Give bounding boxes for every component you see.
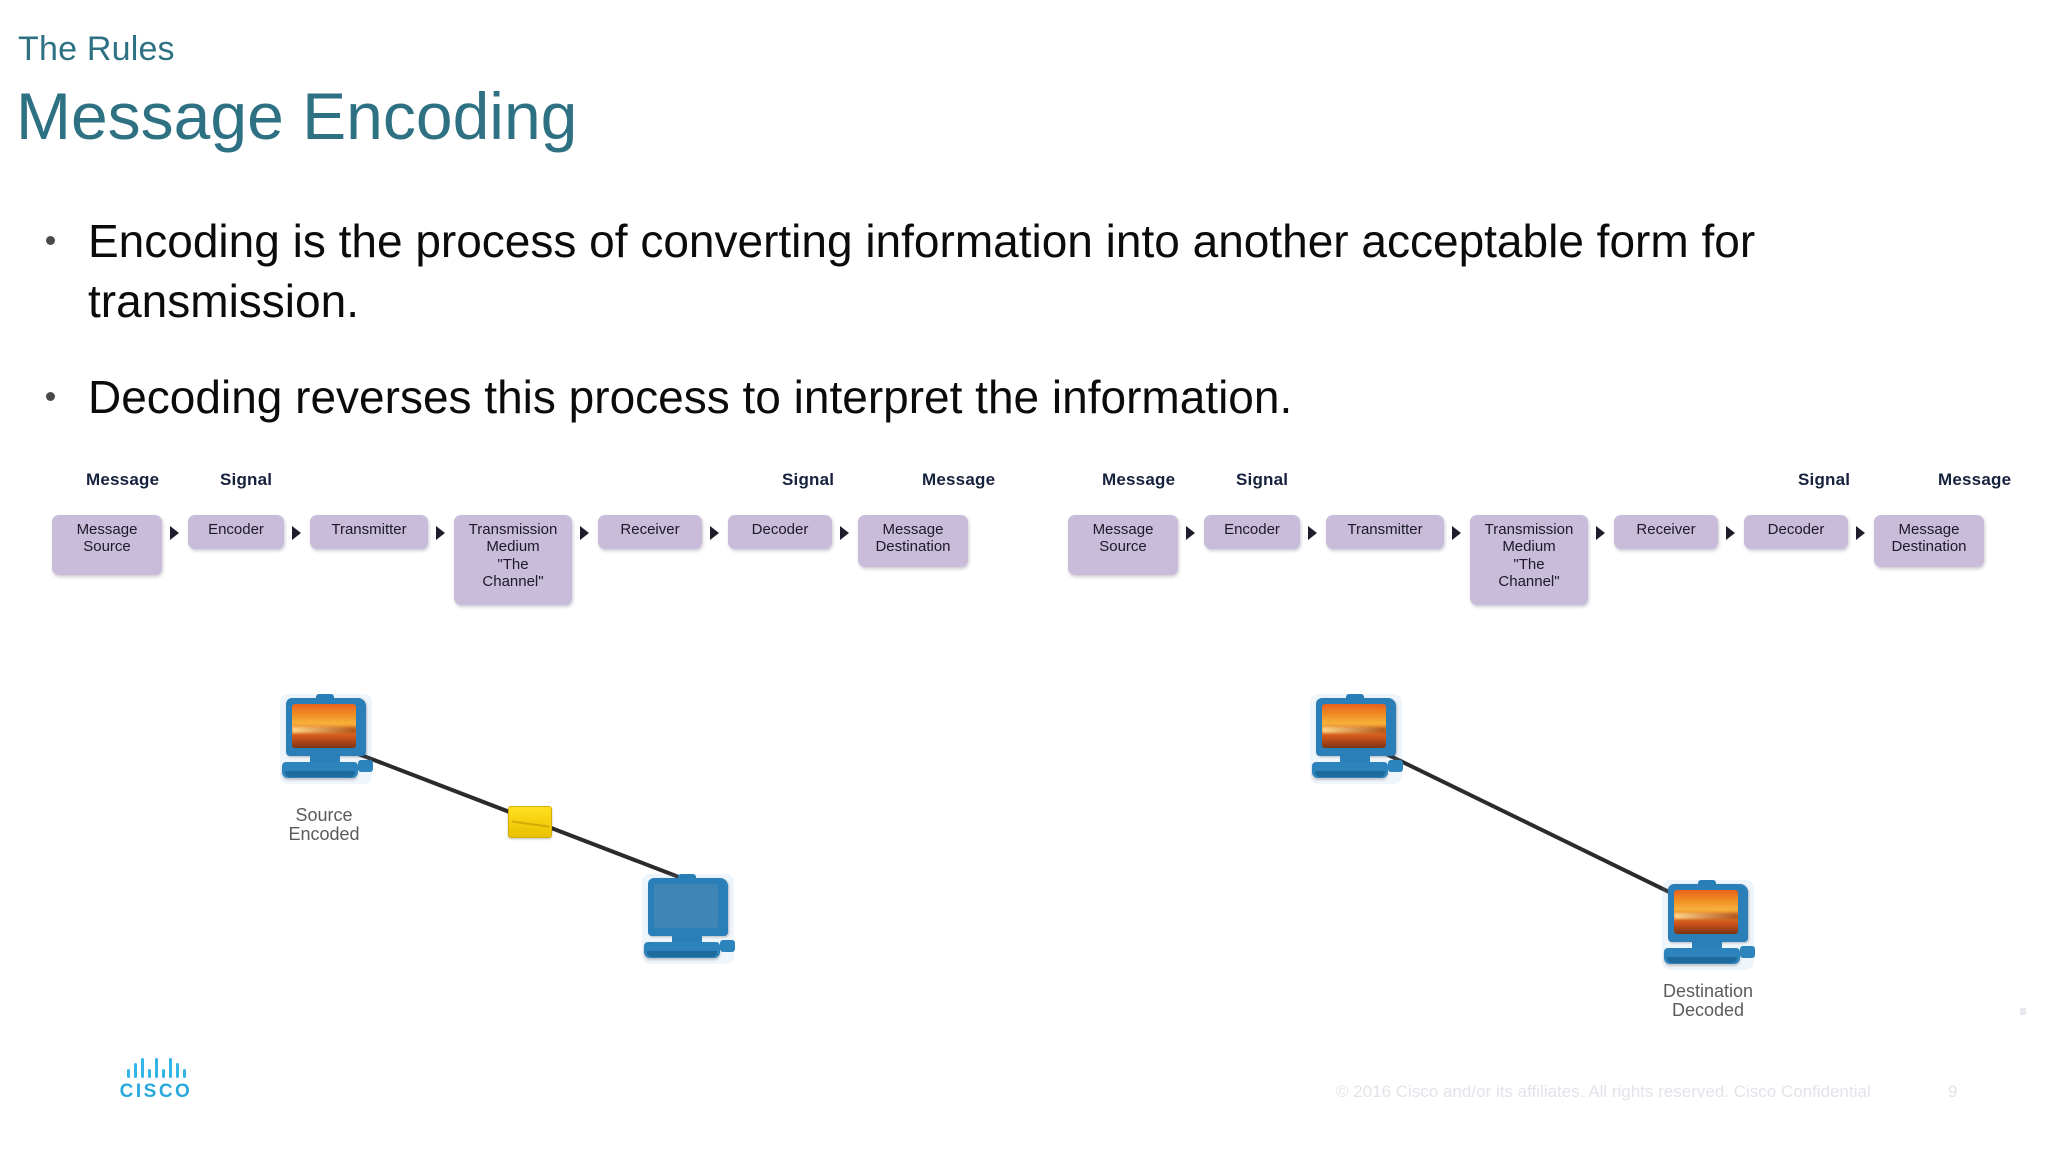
pc-mouse: [1740, 946, 1755, 958]
flow-box-decoder: Decoder: [1744, 515, 1848, 549]
cisco-logo: CISCO: [110, 1058, 202, 1103]
pc-source-right: [1308, 694, 1404, 788]
flow-box-receiver: Receiver: [1614, 515, 1718, 549]
list-item: Encoding is the process of converting in…: [44, 212, 2004, 332]
copyright-text: © 2016 Cisco and/or its affiliates. All …: [1336, 1082, 1871, 1101]
flow-header-signal-encoder: Signal: [1236, 470, 1289, 489]
flow-arrow-icon: [580, 526, 589, 540]
artifact-speck: [2020, 1008, 2026, 1015]
flow-box-encoder: Encoder: [188, 515, 284, 549]
flow-header-message-destination: Message: [1938, 470, 2012, 489]
flow-arrow-icon: [710, 526, 719, 540]
flow-arrow-icon: [170, 526, 179, 540]
flow-arrow-icon: [1856, 526, 1865, 540]
cisco-wordmark: CISCO: [119, 1081, 193, 1102]
pc-neck: [1340, 754, 1370, 764]
packet-envelope-icon: [508, 806, 552, 838]
flow-arrow-icon: [840, 526, 849, 540]
pc-screen-sunset: [1674, 890, 1738, 934]
list-item: Decoding reverses this process to interp…: [44, 368, 2004, 428]
flow-header-signal-decoder: Signal: [782, 470, 835, 489]
flow-arrow-icon: [1186, 526, 1195, 540]
pc-neck: [672, 934, 702, 944]
flow-arrow-icon: [436, 526, 445, 540]
cisco-bridge-icon: [110, 1058, 202, 1078]
page-number: 9: [1948, 1082, 1958, 1101]
pc-label-destination-decoded: Destination Decoded: [1662, 981, 1754, 1020]
pc-top-nub: [1346, 694, 1364, 701]
pc-destination-decoded: [1660, 880, 1756, 974]
pc-mouse: [720, 940, 735, 952]
pc-screen-sunset: [292, 704, 356, 748]
pc-base: [1664, 948, 1740, 964]
pc-mouse: [1388, 760, 1403, 772]
pc-base: [644, 942, 720, 958]
pc-label-source-encoded: Source Encoded: [288, 805, 360, 844]
flow-header-message-destination: Message: [922, 470, 996, 489]
flow-box-transmitter: Transmitter: [1326, 515, 1444, 549]
flow-header-signal-decoder: Signal: [1798, 470, 1851, 489]
bullet-dot-icon: [46, 235, 55, 245]
page-title: Message Encoding: [16, 79, 578, 153]
pc-screen-sunset: [1322, 704, 1386, 748]
bullet-text: Encoding is the process of converting in…: [88, 215, 1756, 327]
flow-arrow-icon: [1452, 526, 1461, 540]
bullet-text: Decoding reverses this process to interp…: [88, 370, 1293, 423]
flow-header-message-source: Message: [1102, 470, 1176, 489]
flow-header-message-source: Message: [86, 470, 160, 489]
flow-box-receiver: Receiver: [598, 515, 702, 549]
flow-arrow-icon: [1726, 526, 1735, 540]
pc-neck: [310, 754, 340, 764]
slide-eyebrow: The Rules: [18, 30, 175, 68]
flow-arrow-icon: [292, 526, 301, 540]
pc-destination-left: [640, 874, 736, 968]
pc-top-nub: [678, 874, 696, 881]
pc-top-nub: [1698, 880, 1716, 887]
pc-mouse: [358, 760, 373, 772]
pc-base: [1312, 762, 1388, 778]
flow-box-transmitter: Transmitter: [310, 515, 428, 549]
flow-arrow-icon: [1596, 526, 1605, 540]
pc-source-encoded: [278, 694, 374, 788]
flow-arrow-icon: [1308, 526, 1317, 540]
pc-screen-blank: [654, 884, 718, 928]
bullet-dot-icon: [46, 391, 55, 401]
pc-top-nub: [316, 694, 334, 701]
flow-header-signal-encoder: Signal: [220, 470, 273, 489]
bullet-list: Encoding is the process of converting in…: [44, 212, 2004, 427]
flow-box-decoder: Decoder: [728, 515, 832, 549]
flow-box-encoder: Encoder: [1204, 515, 1300, 549]
pc-base: [282, 762, 358, 778]
pc-neck: [1692, 940, 1722, 950]
